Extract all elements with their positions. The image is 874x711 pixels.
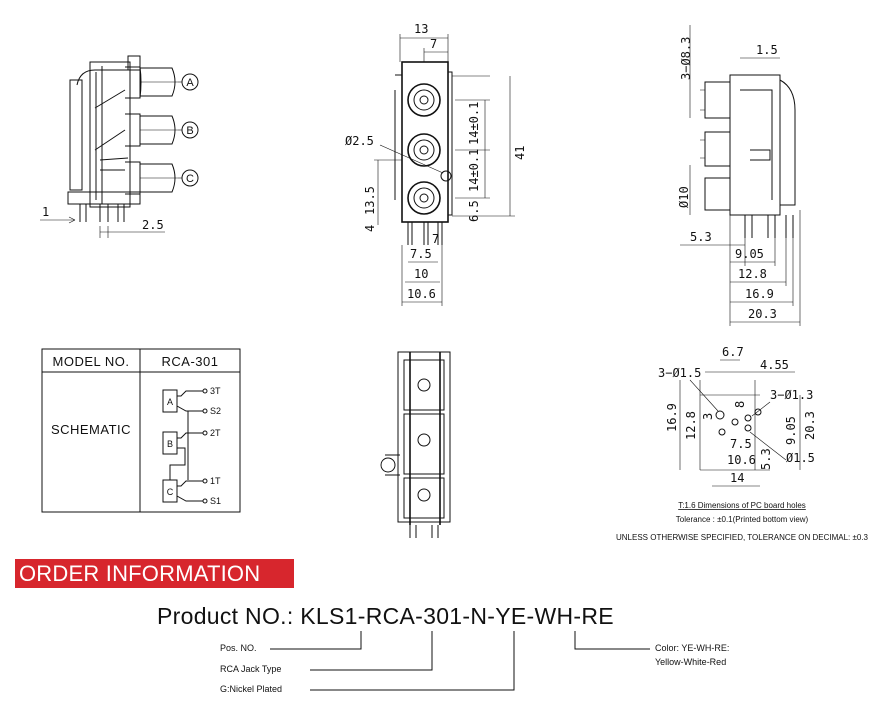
sep-3: -: [487, 603, 496, 629]
pin-s2: S2: [210, 406, 221, 416]
model-label: MODEL NO.: [53, 354, 130, 369]
pcb-dim-10.6: 10.6: [727, 453, 756, 467]
right-dim-20.3: 20.3: [748, 307, 777, 321]
front-view: 13 7 Ø2.5 14±0.1 14±0.1 41 6.5 13.5 4 7 …: [345, 22, 527, 306]
pcb-dim-3d1.3: 3−Ø1.3: [770, 388, 813, 402]
pcb-layout: 6.7 4.55 3−Ø1.5 3−Ø1.3 16.9 12.8 3 8 20.…: [616, 345, 869, 542]
pin-s1: S1: [210, 496, 221, 506]
pcb-dim-6.7: 6.7: [722, 345, 744, 359]
right-dim-16.9: 16.9: [745, 287, 774, 301]
part-plating: N: [470, 603, 488, 629]
sep-1: -: [357, 603, 366, 629]
label-plating: G:Nickel Plated: [220, 684, 283, 694]
label-jack-type: RCA Jack Type: [220, 664, 282, 674]
pcb-dim-5.3: 5.3: [759, 448, 773, 470]
right-dim-3d8.3: 3−Ø8.3: [679, 37, 693, 80]
callout-b: B: [186, 125, 193, 137]
pcb-dim-20.3: 20.3: [803, 411, 817, 440]
right-dim-d10: Ø10: [677, 186, 691, 208]
part-pos: KLS1: [300, 603, 358, 629]
right-view: 3−Ø8.3 1.5 Ø10 5.3 9.05 12.8 16.9 20.3: [677, 25, 801, 326]
callout-a: A: [186, 77, 194, 89]
label-pos-no: Pos. NO.: [220, 643, 257, 653]
right-dim-12.8: 12.8: [738, 267, 767, 281]
part-jack: RCA-301: [365, 603, 463, 629]
tolerance-note: UNLESS OTHERWISE SPECIFIED, TOLERANCE ON…: [616, 533, 869, 542]
front-dim-14-b: 14±0.1: [467, 149, 481, 192]
sep-2: -: [462, 603, 471, 629]
pcb-dim-14: 14: [730, 471, 744, 485]
pcb-dim-3d1.5: 3−Ø1.5: [658, 366, 701, 380]
front-dim-14-a: 14±0.1: [467, 102, 481, 145]
front-dim-6.5: 6.5: [467, 200, 481, 222]
pcb-dim-12.8: 12.8: [684, 411, 698, 440]
product-number: Product NO.: KLS1-RCA-301-N-YE-WH-RE: [157, 603, 614, 630]
label-color: Color: YE-WH-RE:: [655, 643, 730, 653]
callout-c: C: [186, 173, 194, 185]
label-color-desc: Yellow-White-Red: [655, 657, 727, 667]
pcb-dim-7.5: 7.5: [730, 437, 752, 451]
schematic-label: SCHEMATIC: [51, 422, 131, 437]
front-dim-4: 4: [363, 225, 377, 232]
right-dim-9.05: 9.05: [735, 247, 764, 261]
front-dim-13.5: 13.5: [363, 186, 377, 215]
front-dim-41: 41: [513, 146, 527, 160]
pin-1t: 1T: [210, 476, 221, 486]
front-dim-10.6: 10.6: [407, 287, 436, 301]
front-dim-d2.5: Ø2.5: [345, 134, 374, 148]
right-dim-1.5: 1.5: [756, 43, 778, 57]
front-dim-7.5: 7.5: [410, 247, 432, 261]
block-b: B: [167, 439, 173, 449]
pin-3t: 3T: [210, 386, 221, 396]
pcb-dim-3: 3: [701, 413, 715, 420]
pcb-dim-4.55: 4.55: [760, 358, 789, 372]
pin-2t: 2T: [210, 428, 221, 438]
block-c: C: [167, 487, 174, 497]
front-dim-10: 10: [414, 267, 428, 281]
block-a: A: [167, 397, 173, 407]
pcb-dim-9.05: 9.05: [784, 416, 798, 445]
front-dim-7-bottom: 7: [432, 232, 439, 246]
pcb-dim-16.9: 16.9: [665, 403, 679, 432]
side-dim-1: 1: [42, 205, 49, 219]
front-dim-7-top: 7: [430, 37, 437, 51]
side-view: A B C 1 2.5: [40, 55, 199, 238]
part-color: YE-WH-RE: [495, 603, 614, 629]
product-prefix: Product NO.:: [157, 603, 294, 629]
section-view: [380, 351, 451, 538]
side-dim-2.5: 2.5: [142, 218, 164, 232]
pcb-tolerance: Tolerance : ±0.1(Printed bottom view): [676, 515, 809, 524]
model-value: RCA-301: [162, 354, 219, 369]
pcb-dim-8: 8: [733, 401, 747, 408]
right-dim-5.3: 5.3: [690, 230, 712, 244]
pcb-title: T:1.6 Dimensions of PC board holes: [678, 501, 806, 510]
spec-table: MODEL NO. RCA-301 SCHEMATIC A B C 3T S2 …: [41, 348, 241, 513]
front-dim-13: 13: [414, 22, 428, 36]
order-leaders: [270, 631, 650, 691]
pcb-dim-d1.5: Ø1.5: [786, 451, 815, 465]
order-information-banner: ORDER INFORMATION: [15, 559, 294, 588]
